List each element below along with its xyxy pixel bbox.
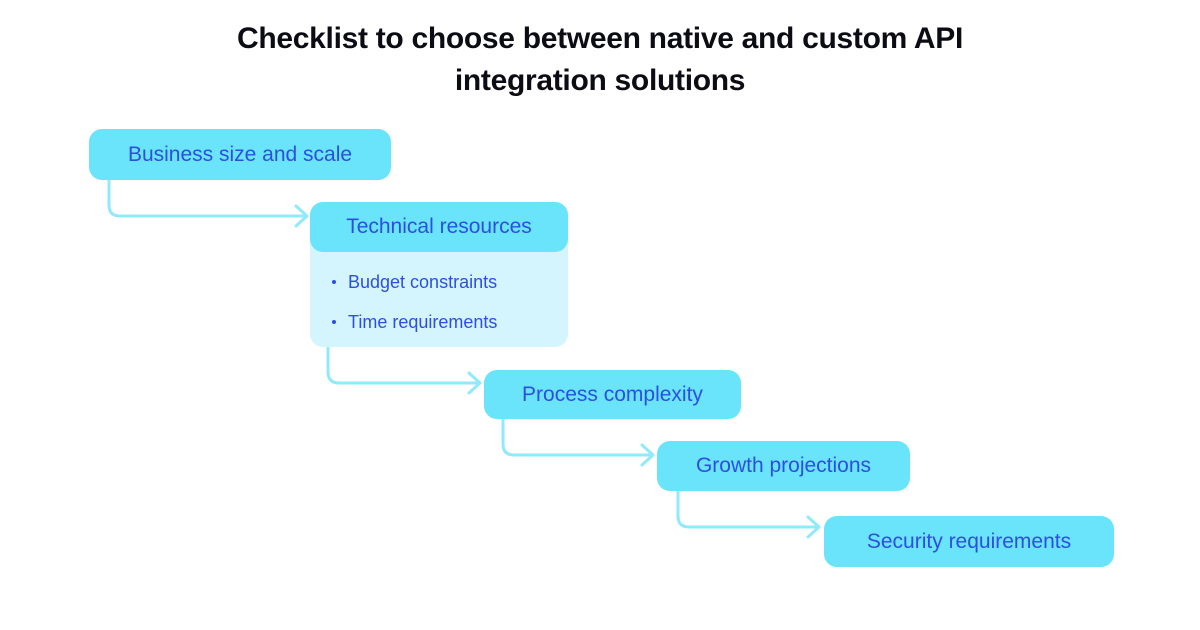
- page-title-line-2: integration solutions: [454, 64, 746, 97]
- sub-item-budget-constraints: Budget constraints: [332, 266, 568, 298]
- node-security-requirements: Security requirements: [824, 516, 1114, 567]
- node-business-size-and-scale: Business size and scale: [89, 129, 391, 180]
- arrowhead-icon: [294, 204, 309, 228]
- arrowhead-icon: [806, 515, 821, 539]
- sub-item-label: Time requirements: [348, 311, 498, 332]
- node-label: Security requirements: [866, 529, 1072, 553]
- node-label: Process complexity: [522, 382, 703, 406]
- arrowhead-icon: [467, 371, 482, 395]
- sub-item-label: Budget constraints: [348, 271, 498, 292]
- page-title: Checklist to choose between native and c…: [0, 18, 1200, 102]
- sub-item-time-requirements: Time requirements: [332, 306, 568, 338]
- arrow-process-to-growth: [501, 417, 655, 467]
- page-title-line-1: Checklist to choose between native and c…: [236, 22, 964, 55]
- arrow-growth-to-security: [676, 489, 821, 539]
- node-process-complexity: Process complexity: [484, 370, 741, 419]
- node-label: Technical resources: [346, 215, 532, 238]
- node-technical-resources-header: Technical resources: [310, 202, 568, 252]
- arrow-technical-to-process: [326, 345, 482, 395]
- arrow-business-to-technical: [107, 178, 309, 228]
- node-growth-projections: Growth projections: [657, 441, 910, 491]
- bullet-icon: [332, 280, 336, 284]
- node-label: Business size and scale: [127, 142, 353, 166]
- node-technical-resources: Technical resources Budget constraints T…: [310, 202, 568, 347]
- node-label: Growth projections: [695, 454, 872, 477]
- technical-resources-sub-items: Budget constraints Time requirements: [310, 252, 568, 346]
- bullet-icon: [332, 320, 336, 324]
- arrowhead-icon: [640, 443, 655, 467]
